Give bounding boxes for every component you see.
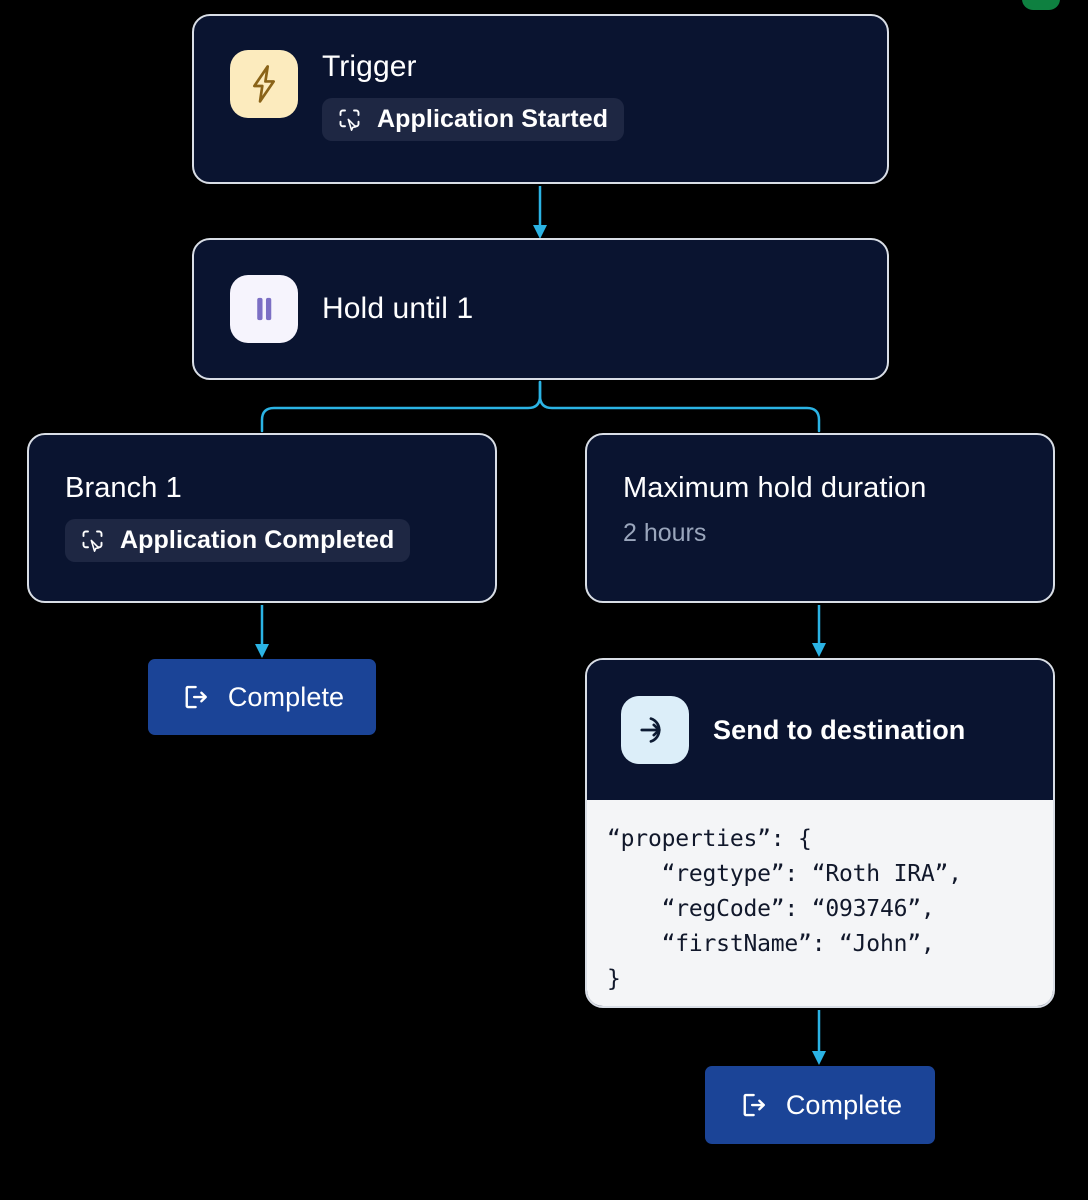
- send-title: Send to destination: [713, 715, 966, 745]
- edge-trigger-to-hold: [533, 186, 547, 239]
- payload-code: “properties”: { “regtype”: “Roth IRA”, “…: [607, 826, 962, 992]
- node-maximum-hold-duration[interactable]: Maximum hold duration 2 hours: [585, 433, 1055, 603]
- node-send-to-destination[interactable]: Send to destination “properties”: { “reg…: [585, 658, 1055, 1008]
- branch-body: Branch 1 Application Completed: [65, 471, 495, 562]
- marquee-select-icon: [79, 527, 106, 554]
- marquee-select-icon: [336, 106, 363, 133]
- edge-send-to-complete: [812, 1010, 826, 1065]
- edge-maxhold-to-send: [812, 605, 826, 657]
- exit-arrow-icon: [180, 682, 210, 712]
- maxhold-body: Maximum hold duration 2 hours: [623, 471, 1053, 548]
- trigger-title: Trigger: [322, 50, 417, 83]
- node-trigger[interactable]: Trigger Application Started: [192, 14, 889, 184]
- trigger-badge[interactable]: Application Started: [322, 98, 625, 141]
- node-hold-until[interactable]: Hold until 1: [192, 238, 889, 380]
- branch-title: Branch 1: [65, 472, 182, 504]
- pause-icon: [230, 275, 298, 343]
- complete-button-left[interactable]: Complete: [148, 659, 376, 735]
- arrow-into-circle-icon: [621, 696, 689, 764]
- trigger-body: Trigger Application Started: [322, 50, 625, 141]
- edge-hold-split: [260, 380, 821, 433]
- exit-arrow-icon: [738, 1090, 768, 1120]
- hold-body: Hold until 1: [322, 292, 473, 326]
- send-header: Send to destination: [587, 660, 1053, 800]
- branch-badge[interactable]: Application Completed: [65, 519, 411, 562]
- lightning-bolt-icon: [230, 50, 298, 118]
- complete-button-right[interactable]: Complete: [705, 1066, 935, 1144]
- maxhold-subtitle: 2 hours: [623, 519, 707, 547]
- trigger-badge-label: Application Started: [377, 105, 609, 133]
- maxhold-title: Maximum hold duration: [623, 472, 927, 504]
- branch-badge-label: Application Completed: [120, 526, 395, 554]
- complete-button-left-label: Complete: [227, 681, 345, 712]
- edge-branch-to-complete: [255, 605, 269, 658]
- hold-title: Hold until 1: [322, 292, 474, 325]
- status-chip[interactable]: [1022, 0, 1060, 10]
- complete-button-right-label: Complete: [785, 1089, 903, 1120]
- node-branch-1[interactable]: Branch 1 Application Completed: [27, 433, 497, 603]
- payload-code-panel[interactable]: “properties”: { “regtype”: “Roth IRA”, “…: [587, 800, 1053, 1006]
